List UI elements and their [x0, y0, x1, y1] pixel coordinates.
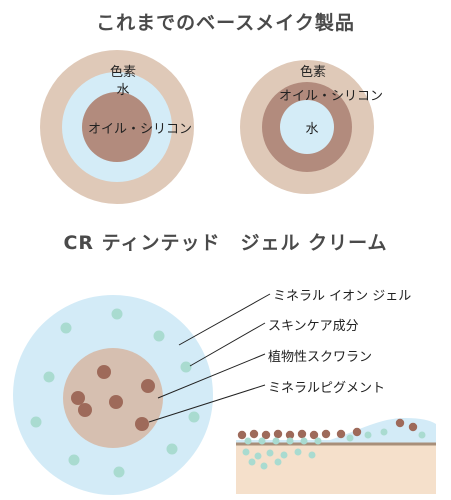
film-skincare-dot: [286, 437, 294, 445]
film-mineral-dot: [249, 429, 259, 439]
film-mineral-dot: [395, 418, 405, 428]
left-oil-label: オイル・シリコン: [88, 122, 192, 137]
callout-line-gel: [178, 293, 271, 346]
skincare-dot: [68, 454, 80, 466]
callout-lines: [148, 293, 271, 423]
mineral-dot: [71, 391, 85, 405]
mineral-dot: [78, 403, 92, 417]
right-oil-label: オイル・シリコン: [279, 89, 383, 104]
skin-skincare-dot: [266, 449, 274, 457]
film-mineral-dot: [321, 429, 331, 439]
film-mineral-dot: [336, 429, 346, 439]
skin-skincare-dot: [308, 451, 316, 459]
film-skincare-dot: [364, 431, 372, 439]
skin-skincare-dot: [274, 458, 282, 466]
film-mineral-dot: [408, 422, 418, 432]
film-skincare-dot: [314, 437, 322, 445]
cr-heading: CR ティンテッド ジェル クリーム: [63, 232, 388, 254]
conventional-right-diagram: 色素 オイル・シリコン 水: [240, 60, 383, 194]
skincare-dot: [188, 411, 200, 423]
callout-mineral-pigment: ミネラルピグメント: [268, 381, 385, 396]
skin-skincare-dot: [280, 451, 288, 459]
film-mineral-dot: [273, 429, 283, 439]
right-pigment-label: 色素: [300, 64, 326, 80]
callout-skincare: スキンケア成分: [268, 319, 359, 334]
mineral-dot: [109, 395, 123, 409]
callout-line-mineral: [148, 384, 266, 423]
right-water-core: [280, 100, 334, 154]
left-pigment-label: 色素: [110, 64, 136, 80]
right-water-label: 水: [305, 122, 318, 137]
skincare-dot: [60, 322, 72, 334]
skincare-dot: [113, 466, 125, 478]
callout-line-skincare: [189, 322, 266, 367]
film-mineral-dots: [237, 418, 418, 440]
left-oil-core: [82, 92, 152, 162]
skincare-dot: [30, 416, 42, 428]
skin-cross-section: [236, 418, 436, 494]
film-mineral-dot: [261, 430, 271, 440]
skincare-dot: [43, 371, 55, 383]
conventional-left-diagram: 色素 水 オイル・シリコン: [40, 50, 194, 204]
film-skincare-dots: [242, 428, 426, 470]
skin-skincare-dot: [294, 448, 302, 456]
skin-skincare-dot: [248, 458, 256, 466]
skin-skincare-dot: [260, 462, 268, 470]
skincare-dot: [153, 330, 165, 342]
film-skincare-dot: [418, 431, 426, 439]
mineral-dot: [135, 417, 149, 431]
mineral-dot: [97, 365, 111, 379]
gel-film: [236, 418, 436, 444]
film-mineral-dot: [285, 430, 295, 440]
callout-squalane: 植物性スクワラン: [268, 350, 372, 365]
film-mineral-dot: [297, 429, 307, 439]
film-skincare-dot: [272, 437, 280, 445]
left-water-label: 水: [116, 83, 129, 98]
film-skincare-dot: [300, 437, 308, 445]
film-mineral-dot: [237, 430, 247, 440]
skincare-dot: [166, 443, 178, 455]
film-skincare-dot: [258, 437, 266, 445]
film-mineral-dot: [309, 430, 319, 440]
skin-skincare-dot: [242, 448, 250, 456]
film-skincare-dot: [244, 437, 252, 445]
film-mineral-dot: [352, 427, 362, 437]
skin-skincare-dot: [254, 452, 262, 460]
callout-line-squalane: [157, 353, 266, 399]
mineral-pigment-dots: [71, 365, 155, 431]
mineral-dot: [141, 379, 155, 393]
skincare-dot: [180, 361, 192, 373]
callout-ion-gel: ミネラル イオン ジェル: [273, 289, 411, 304]
skincare-dot: [111, 308, 123, 320]
skincare-dots: [30, 308, 200, 478]
film-skincare-dot: [380, 428, 388, 436]
film-skincare-dot: [346, 434, 354, 442]
cr-gel-diagram: [13, 295, 213, 495]
skin-layer: [236, 444, 436, 494]
conventional-heading: これまでのベースメイク製品: [96, 12, 355, 34]
